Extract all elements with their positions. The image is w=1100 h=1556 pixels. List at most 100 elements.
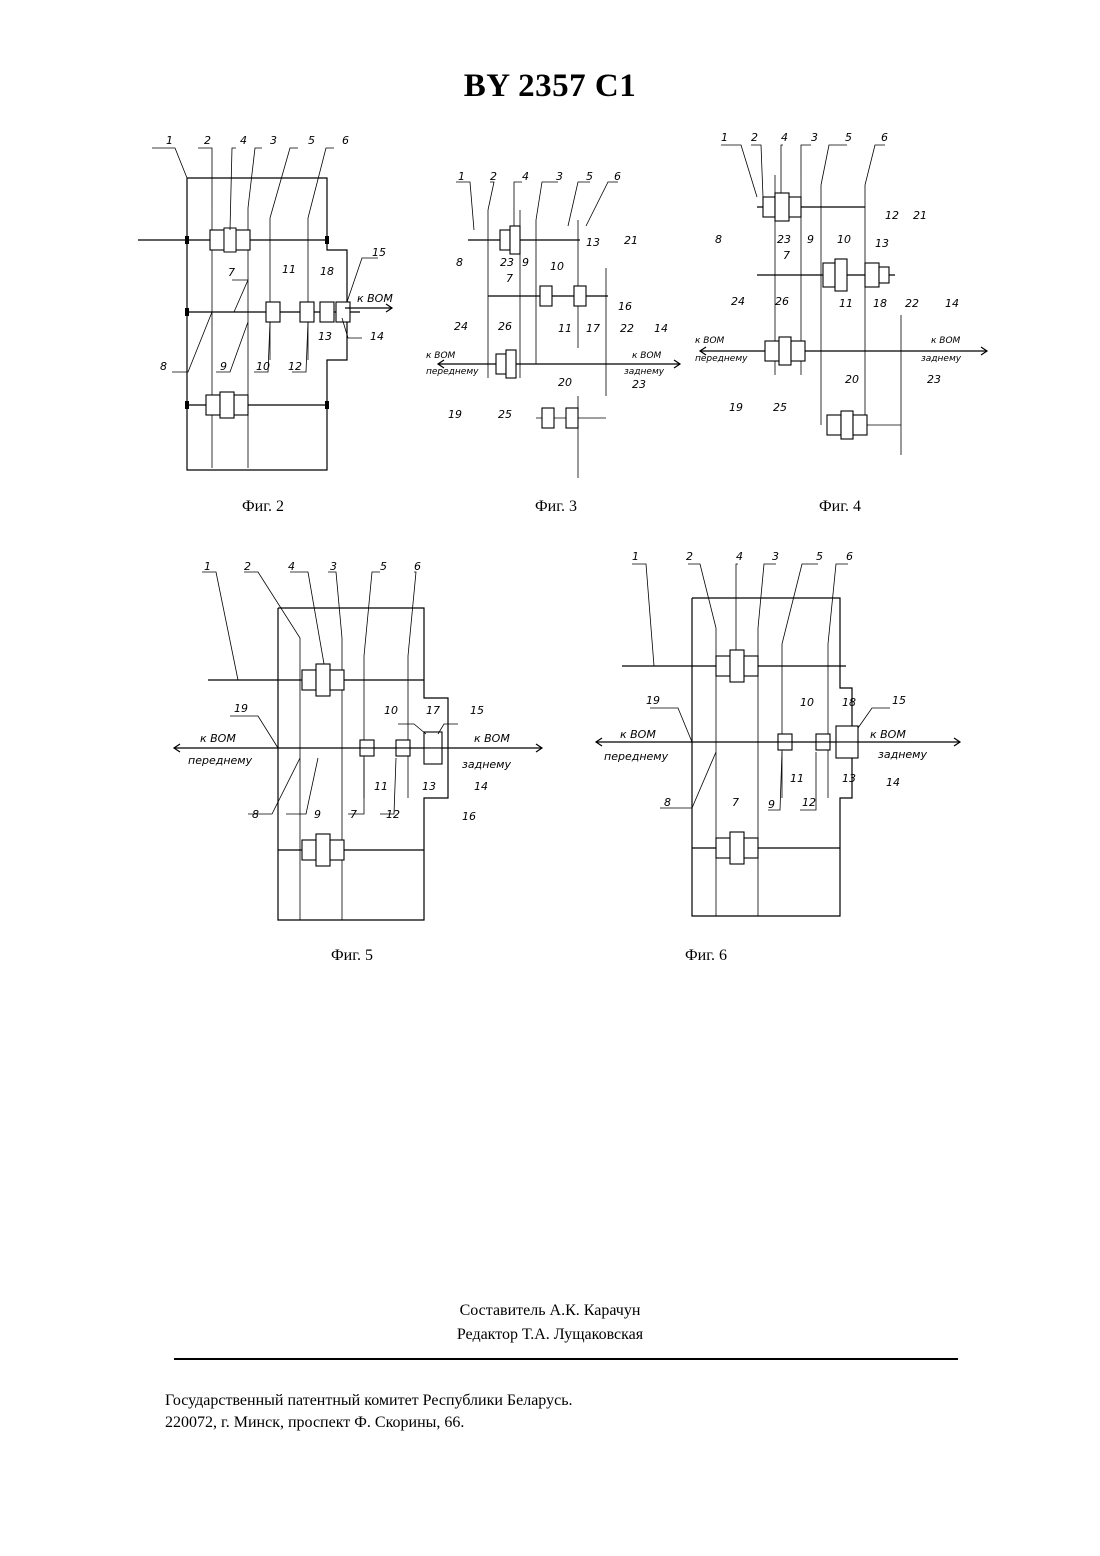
label-17: 17 [586,322,600,335]
label-23-lower: 23 [632,378,646,391]
label-8: 8 [664,796,671,809]
label-23: 23 [777,233,791,246]
label-5: 5 [308,134,315,147]
label-8: 8 [252,808,259,821]
front-label-1: к ВОМ [426,351,456,361]
label-22: 22 [620,322,634,335]
figure-3-caption: Фиг. 3 [496,498,616,516]
label-18: 18 [842,696,856,709]
label-2: 2 [244,560,251,573]
label-13: 13 [842,772,856,785]
front-label-1: к ВОМ [620,728,656,741]
rear-label-2: заднему [921,354,962,364]
front-label-2: переднему [695,354,748,364]
label-5: 5 [845,131,852,144]
label-23: 23 [500,256,514,269]
label-8: 8 [456,256,463,269]
rear-label-2: заднему [624,367,665,377]
label-6: 6 [614,170,621,183]
label-8: 8 [160,360,167,373]
label-3: 3 [270,134,277,147]
label-5: 5 [586,170,593,183]
figure-5-caption: Фиг. 5 [292,947,412,965]
label-15: 15 [470,704,484,717]
figure-6-diagram: к ВОМ переднему к ВОМ заднему 1 2 4 3 5 … [590,548,970,923]
compiler-line: Составитель А.К. Карачун [0,1302,1100,1320]
label-6: 6 [881,131,888,144]
label-5: 5 [816,550,823,563]
figure-2-diagram: к ВОМ 1 2 4 3 5 6 7 8 9 10 11 12 13 14 1… [130,130,410,480]
label-19: 19 [646,694,660,707]
figure-3-diagram: к ВОМ переднему к ВОМ заднему 1 2 4 3 5 … [418,168,698,458]
figure-6-caption: Фиг. 6 [646,947,766,965]
label-10: 10 [837,233,851,246]
label-11: 11 [374,780,388,793]
label-1: 1 [204,560,211,573]
document-number: BY 2357 C1 [0,68,1100,105]
label-11: 11 [558,322,572,335]
label-7: 7 [506,272,513,285]
label-7: 7 [228,266,235,279]
label-18: 18 [320,265,334,278]
label-13: 13 [586,236,600,249]
label-21: 21 [913,209,927,222]
label-1: 1 [721,131,728,144]
label-10: 10 [550,260,564,273]
label-24: 24 [731,295,745,308]
rear-label-2: заднему [462,758,511,771]
label-11: 11 [839,297,853,310]
label-7: 7 [350,808,357,821]
rear-label-1: к ВОМ [870,728,906,741]
label-16: 16 [618,300,632,313]
label-19: 19 [729,401,743,414]
label-4: 4 [781,131,788,144]
rear-label-2: заднему [878,748,927,761]
label-3: 3 [556,170,563,183]
label-14: 14 [654,322,668,335]
label-4: 4 [736,550,743,563]
footer-divider [174,1358,958,1360]
label-17: 17 [426,704,440,717]
label-4: 4 [288,560,295,573]
label-10: 10 [256,360,270,373]
figure-5-diagram: к ВОМ переднему к ВОМ заднему 1 2 4 3 5 … [168,558,548,928]
label-4: 4 [240,134,247,147]
label-6: 6 [342,134,349,147]
label-24: 24 [454,320,468,333]
label-11: 11 [282,263,296,276]
label-13: 13 [318,330,332,343]
label-19: 19 [448,408,462,421]
label-15: 15 [892,694,906,707]
figure-4-diagram: к ВОМ переднему к ВОМ заднему 1 2 4 3 5 … [695,125,995,470]
label-8: 8 [715,233,722,246]
label-26: 26 [498,320,512,333]
label-3: 3 [772,550,779,563]
label-19: 19 [234,702,248,715]
label-22: 22 [905,297,919,310]
label-15: 15 [372,246,386,259]
front-label-2: переднему [426,367,479,377]
label-13: 13 [875,237,889,250]
label-25: 25 [773,401,787,414]
label-2: 2 [204,134,211,147]
label-21: 21 [624,234,638,247]
label-3: 3 [811,131,818,144]
label-10: 10 [800,696,814,709]
editor-line: Редактор Т.А. Лущаковская [0,1326,1100,1344]
label-25: 25 [498,408,512,421]
label-6: 6 [414,560,421,573]
label-13: 13 [422,780,436,793]
label-4: 4 [522,170,529,183]
front-label-1: к ВОМ [695,336,725,346]
label-1: 1 [632,550,639,563]
label-9: 9 [220,360,227,373]
label-20: 20 [845,373,859,386]
label-18: 18 [873,297,887,310]
label-14: 14 [370,330,384,343]
label-1: 1 [166,134,173,147]
label-2: 2 [490,170,497,183]
label-11: 11 [790,772,804,785]
label-7: 7 [783,249,790,262]
label-1: 1 [458,170,465,183]
label-2: 2 [686,550,693,563]
